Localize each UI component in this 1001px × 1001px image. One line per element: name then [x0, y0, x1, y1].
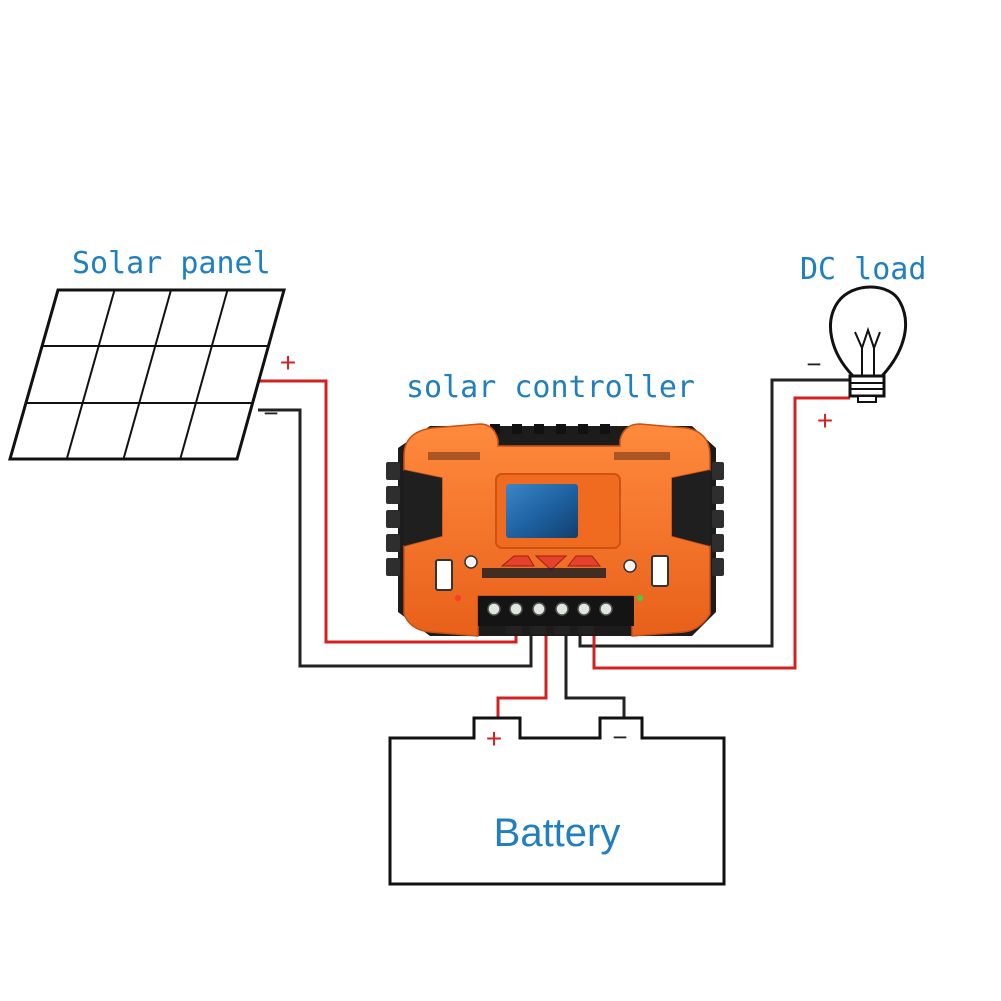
- terminal-screws: [487, 602, 613, 616]
- usb-port-icon: [435, 559, 453, 591]
- load-plus-mark: +: [817, 405, 833, 436]
- solar-panel: [8, 288, 286, 461]
- light-bulb-icon: [829, 285, 908, 403]
- battery-plus-mark: +: [486, 723, 502, 754]
- solar-controller: [386, 423, 724, 637]
- load-minus-mark: −: [806, 349, 821, 379]
- solar-panel-label: Solar panel: [72, 246, 271, 281]
- panel-minus-mark: −: [263, 398, 278, 428]
- load-positive-wire: [592, 396, 850, 670]
- battery-minus-mark: −: [612, 722, 627, 752]
- lcd-screen: [506, 484, 578, 538]
- solar-controller-label: solar controller: [406, 370, 695, 405]
- usb-port-icon: [651, 555, 669, 587]
- battery-negative-wire: [564, 624, 626, 720]
- control-buttons: [482, 555, 606, 578]
- battery-positive-wire: [496, 624, 548, 720]
- load-negative-wire: [578, 378, 850, 648]
- battery-label: Battery: [494, 811, 621, 855]
- battery: [388, 716, 726, 886]
- panel-plus-mark: +: [280, 347, 296, 378]
- panel-negative-wire: [258, 408, 533, 668]
- dc-load-label: DC load: [800, 252, 926, 287]
